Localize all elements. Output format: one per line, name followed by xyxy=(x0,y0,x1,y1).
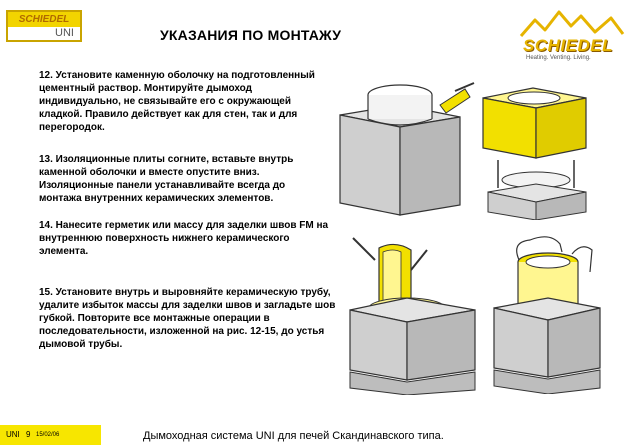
footer-product: UNI xyxy=(6,430,20,439)
schiedel-flame-icon xyxy=(519,10,625,37)
footer-page-number: 9 xyxy=(26,430,31,439)
illustration-step-12 xyxy=(339,82,475,216)
footer-caption: Дымоходная система UNI для печей Скандин… xyxy=(143,430,444,442)
footer-date: 15/02/06 xyxy=(36,432,60,438)
uni-logo-product: UNI xyxy=(55,27,74,39)
brand-name: SCHIEDEL xyxy=(523,36,613,55)
footer-page-tag: UNI 9 15/02/06 xyxy=(0,425,101,445)
page-title: УКАЗАНИЯ ПО МОНТАЖУ xyxy=(160,27,342,43)
illustration-step-14 xyxy=(349,237,476,395)
uni-logo: SCHIEDEL UNI xyxy=(6,10,82,42)
brand-tagline: Heating. Venting. Living. xyxy=(526,55,591,61)
step-12-text: 12. Установите каменную оболочку на подг… xyxy=(39,70,315,133)
illustration-step-13 xyxy=(482,87,587,220)
illustration-step-15 xyxy=(493,236,601,394)
step-15-text: 15. Установите внутрь и выровняйте керам… xyxy=(39,287,336,350)
step-13-text: 13. Изоляционные плиты согните, вставьте… xyxy=(39,154,294,204)
step-14-text: 14. Нанесите герметик или массу для заде… xyxy=(39,220,329,257)
uni-logo-brand: SCHIEDEL xyxy=(8,12,80,27)
